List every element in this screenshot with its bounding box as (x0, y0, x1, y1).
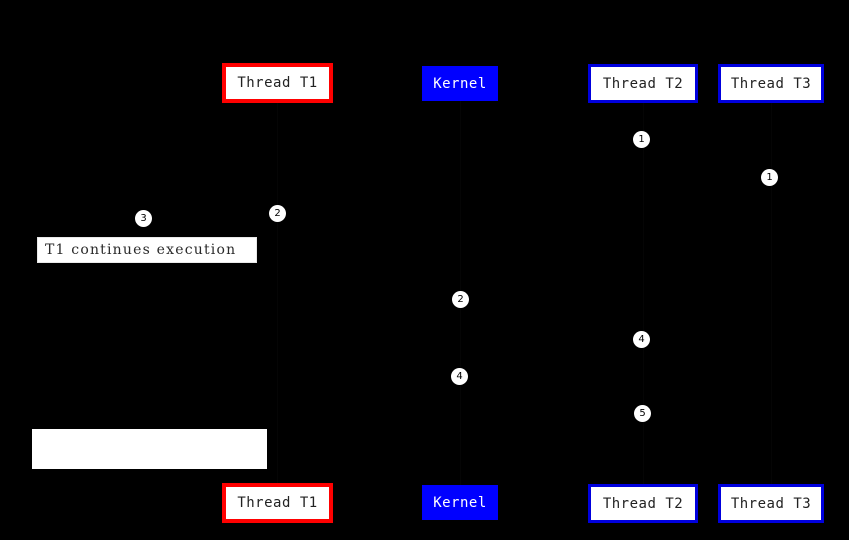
participant-label: Thread T2 (602, 495, 684, 512)
step-marker-2: 2 (452, 291, 469, 308)
step-marker-1: 1 (633, 131, 650, 148)
step-marker-4: 4 (451, 368, 468, 385)
note-text: T1 continues execution (45, 242, 237, 258)
participant-label: Thread T2 (602, 75, 684, 92)
participant-bottom-thread-t1[interactable]: Thread T1 (222, 483, 333, 523)
step-marker-1: 1 (761, 169, 778, 186)
participant-top-thread-t3[interactable]: Thread T3 (718, 64, 824, 103)
blank-panel (32, 429, 267, 469)
step-marker-3: 3 (135, 210, 152, 227)
lifeline-thread-t2 (643, 103, 644, 484)
participant-bottom-thread-t2[interactable]: Thread T2 (588, 484, 698, 523)
participant-bottom-thread-t3[interactable]: Thread T3 (718, 484, 824, 523)
participant-label: Thread T1 (237, 75, 318, 91)
participant-label: Kernel (433, 75, 487, 92)
participant-top-kernel[interactable]: Kernel (422, 66, 498, 101)
step-marker-4: 4 (633, 331, 650, 348)
lifeline-thread-t3 (771, 103, 772, 484)
participant-top-thread-t1[interactable]: Thread T1 (222, 63, 333, 103)
step-marker-2: 2 (269, 205, 286, 222)
note-box: T1 continues execution (37, 237, 257, 263)
step-marker-5: 5 (634, 405, 651, 422)
participant-bottom-kernel[interactable]: Kernel (422, 485, 498, 520)
participant-label: Thread T3 (730, 75, 812, 92)
lifeline-thread-t1 (277, 103, 278, 483)
participant-label: Thread T1 (237, 495, 318, 511)
participant-label: Kernel (433, 494, 487, 511)
participant-top-thread-t2[interactable]: Thread T2 (588, 64, 698, 103)
participant-label: Thread T3 (730, 495, 812, 512)
